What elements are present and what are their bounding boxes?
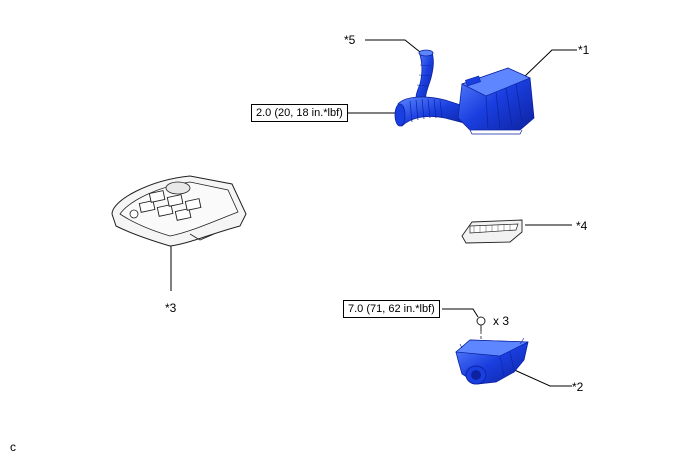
leader-part2 [509, 367, 572, 387]
callout-part3: *3 [165, 301, 177, 315]
air-cleaner-bracket-icon [455, 337, 529, 385]
callout-part4: *4 [576, 219, 588, 233]
figure-code: c [10, 440, 16, 454]
air-cleaner-hose-icon [415, 49, 434, 105]
bolt-quantity: x 3 [493, 314, 510, 328]
leader-part5 [365, 39, 426, 57]
air-filter-element-icon [461, 219, 523, 244]
leader-part1 [522, 49, 577, 79]
torque-spec-bracket: 7.0 (71, 62 in.*lbf) [343, 300, 440, 318]
callout-part2: *2 [572, 380, 584, 394]
leader-lines [170, 39, 577, 387]
callout-part5: *5 [344, 33, 356, 47]
bolt-icon [476, 316, 486, 348]
engine-cover-icon [111, 175, 247, 247]
callout-part1: *1 [578, 43, 590, 57]
torque-spec-hose: 2.0 (20, 18 in.*lbf) [251, 104, 348, 122]
leader-torque-bracket [442, 308, 479, 318]
air-cleaner-case-icon [394, 67, 535, 135]
